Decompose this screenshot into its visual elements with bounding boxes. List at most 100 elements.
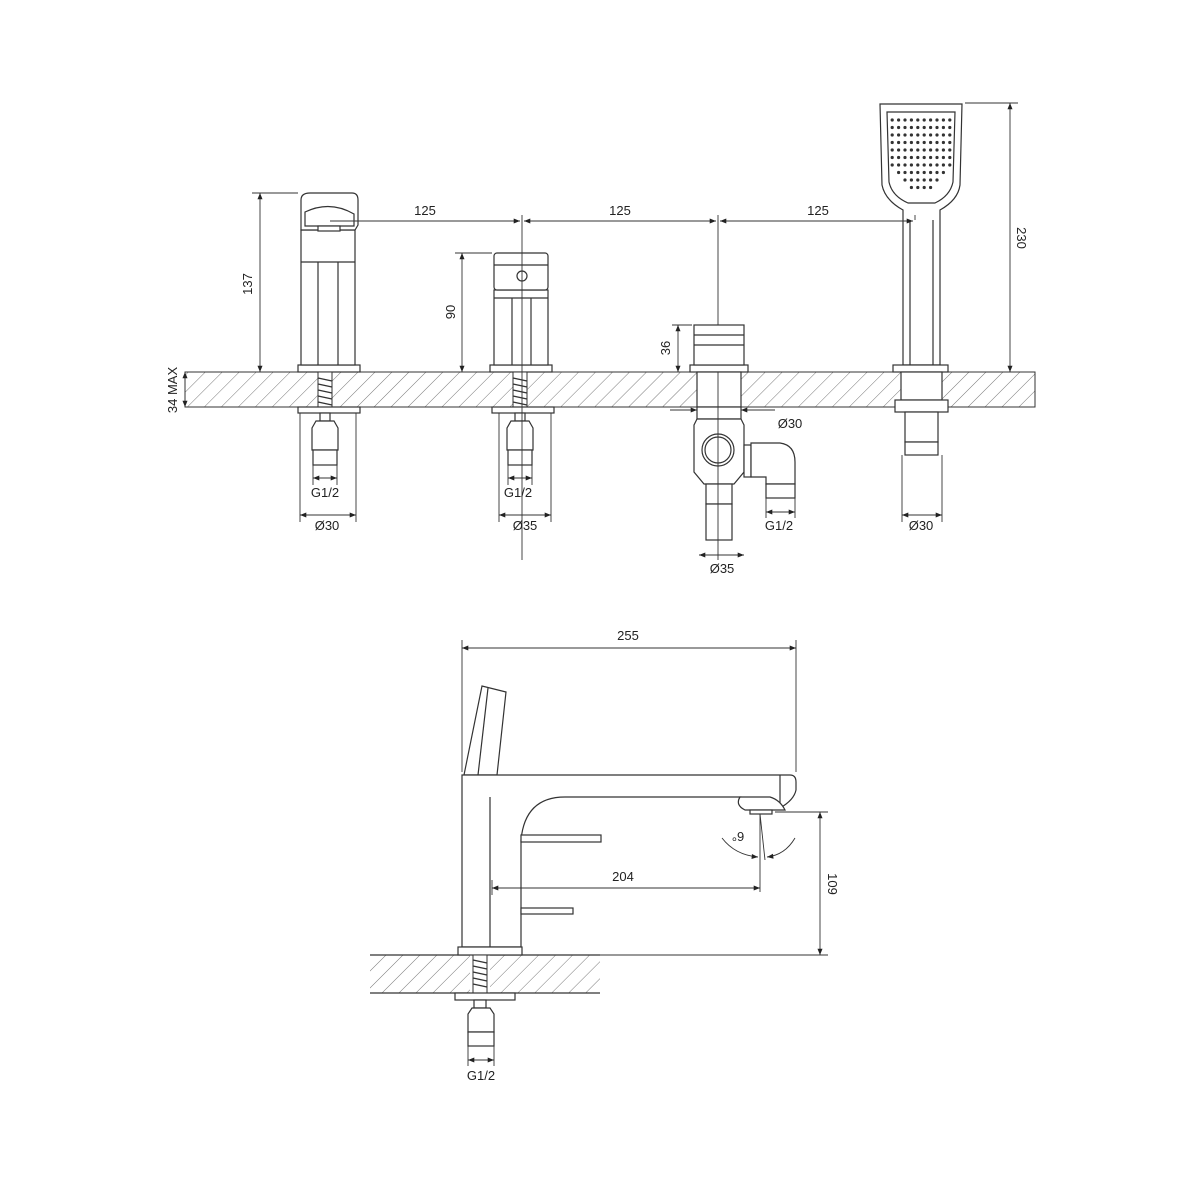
nozzle-dot xyxy=(935,148,939,152)
nozzle-dot xyxy=(941,125,946,130)
nozzle-dot xyxy=(916,170,920,175)
nozzle-dot xyxy=(948,118,952,122)
nozzle-dot xyxy=(929,125,933,130)
spout xyxy=(297,192,361,466)
nozzle-dot xyxy=(929,185,933,190)
spray-nozzles xyxy=(890,118,952,190)
nozzle-dot xyxy=(922,118,926,122)
nozzle-dot xyxy=(922,170,926,175)
nozzle-dot xyxy=(890,155,894,160)
nozzle-dot xyxy=(903,118,907,122)
dim-spout-angle: 6° xyxy=(732,829,744,844)
nozzle-dot xyxy=(909,125,914,130)
nozzle-dot xyxy=(922,140,926,145)
dim-outlet-height: 109 xyxy=(825,873,840,895)
nozzle-dot xyxy=(929,163,933,167)
nozzle-dot xyxy=(916,163,920,167)
nozzle-dot xyxy=(909,163,914,167)
dim-handshower-height: 230 xyxy=(1014,227,1029,249)
nozzle-dot xyxy=(941,140,946,145)
nozzle-dot xyxy=(916,125,920,130)
nozzle-dot xyxy=(897,148,901,152)
dim-side-thread: G1/2 xyxy=(467,1068,495,1083)
nozzle-dot xyxy=(922,163,926,167)
hand-shower xyxy=(879,103,963,456)
nozzle-dot xyxy=(909,148,914,152)
front-view: 125 125 125 137 90 36 230 34 MAX G1/2 Ø3… xyxy=(165,102,1036,576)
nozzle-dot xyxy=(929,178,933,182)
nozzle-dot xyxy=(897,133,901,137)
nozzle-dot xyxy=(922,133,926,137)
nozzle-dot xyxy=(941,155,946,160)
nozzle-dot xyxy=(897,170,901,175)
dim-deck-thickness: 34 MAX xyxy=(165,367,180,414)
aerator xyxy=(737,796,786,811)
nozzle-dot xyxy=(909,170,914,175)
dim-mixer-thread: G1/2 xyxy=(504,485,532,500)
nozzle-dot xyxy=(909,155,914,160)
nozzle-dot xyxy=(935,125,939,130)
nozzle-dot xyxy=(948,125,952,130)
nozzle-dot xyxy=(941,170,946,175)
dim-mixer-diameter: Ø35 xyxy=(513,518,538,533)
nozzle-dot xyxy=(941,148,946,152)
nozzle-dot xyxy=(916,178,920,182)
nozzle-dot xyxy=(929,133,933,137)
nozzle-dot xyxy=(916,118,920,122)
dim-diverter-top-diameter: Ø30 xyxy=(778,416,803,431)
nozzle-dot xyxy=(916,140,920,145)
mixer xyxy=(489,252,555,466)
nozzle-dot xyxy=(922,148,926,152)
nozzle-dot xyxy=(903,170,907,175)
nozzle-dot xyxy=(929,140,933,145)
dim-spacing-1: 125 xyxy=(414,203,436,218)
nozzle-dot xyxy=(897,125,901,130)
nozzle-dot xyxy=(922,178,926,182)
nozzle-dot xyxy=(909,140,914,145)
nozzle-dot xyxy=(897,118,901,122)
nozzle-dot xyxy=(890,118,894,122)
nozzle-dot xyxy=(948,163,952,167)
nozzle-dot xyxy=(948,148,952,152)
nozzle-dot xyxy=(890,140,894,145)
dim-spacing-3: 125 xyxy=(807,203,829,218)
dim-spout-height: 137 xyxy=(240,273,255,295)
nozzle-dot xyxy=(909,118,914,122)
nozzle-dot xyxy=(922,155,926,160)
nozzle-dot xyxy=(935,178,939,182)
dim-spacing-2: 125 xyxy=(609,203,631,218)
nozzle-dot xyxy=(935,155,939,160)
nozzle-dot xyxy=(929,170,933,175)
nozzle-dot xyxy=(916,185,920,190)
nozzle-dot xyxy=(929,148,933,152)
dim-spout-diameter: Ø30 xyxy=(315,518,340,533)
nozzle-dot xyxy=(903,178,907,182)
dim-diverter-height: 36 xyxy=(658,341,673,355)
nozzle-dot xyxy=(948,140,952,145)
nozzle-dot xyxy=(903,125,907,130)
dim-mixer-height: 90 xyxy=(443,305,458,319)
nozzle-dot xyxy=(935,170,939,175)
nozzle-dot xyxy=(941,133,946,137)
nozzle-dot xyxy=(935,133,939,137)
nozzle-dot xyxy=(890,163,894,167)
diverter xyxy=(689,324,796,541)
nozzle-dot xyxy=(903,163,907,167)
nozzle-dot xyxy=(909,133,914,137)
nozzle-dot xyxy=(929,155,933,160)
nozzle-dot xyxy=(909,185,914,190)
nozzle-dot xyxy=(890,148,894,152)
nozzle-dot xyxy=(935,163,939,167)
dim-spout-thread: G1/2 xyxy=(311,485,339,500)
dim-total-length: 255 xyxy=(617,628,639,643)
nozzle-dot xyxy=(916,148,920,152)
nozzle-dot xyxy=(897,163,901,167)
nozzle-dot xyxy=(903,148,907,152)
side-view: 255 204 6° 109 G1/2 xyxy=(370,628,840,1083)
nozzle-dot xyxy=(922,185,926,190)
nozzle-dot xyxy=(929,118,933,122)
nozzle-dot xyxy=(941,118,946,122)
nozzle-dot xyxy=(890,133,894,137)
